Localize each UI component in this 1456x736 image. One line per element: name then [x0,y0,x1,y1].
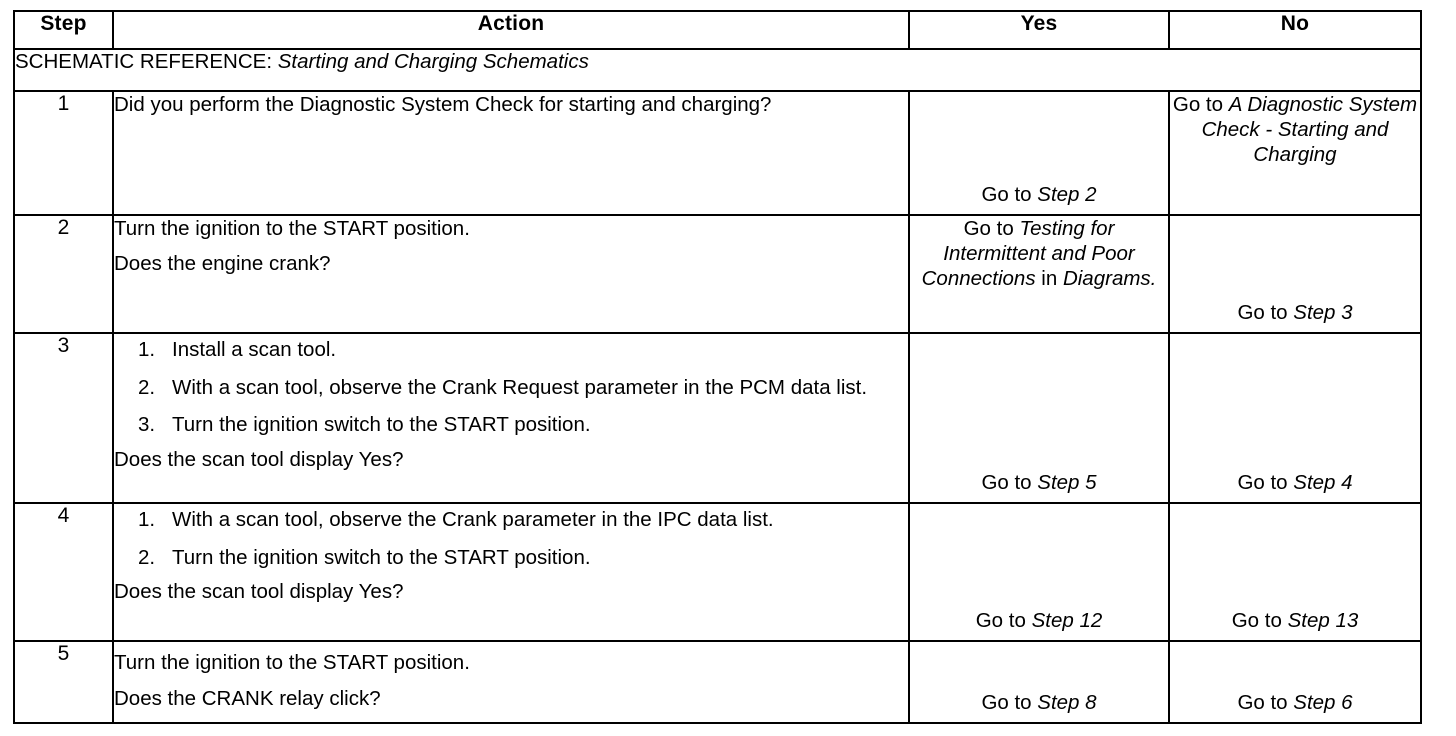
goto-reference: Step 2 [1037,183,1097,206]
goto-prefix: Go to [981,183,1038,206]
goto-reference: Testing for Intermittent and Poor Connec… [921,217,1135,290]
list-item-text: Turn the ignition switch to the START po… [172,413,591,437]
step-number: 2 [13,214,114,334]
goto-mid: in [1035,267,1063,290]
list-item-number: 3. [138,413,156,437]
list-item-number: 1. [138,338,156,361]
action-cell: 1. Install a scan tool. 2. With a scan too… [112,332,910,504]
list-item-text: With a scan tool, observe the Crank para… [172,508,774,531]
action-text: Did you perform the Diagnostic System Ch… [114,93,772,116]
goto-prefix: Go to [1172,93,1229,116]
list-item: 2. Turn the ignition switch to the START … [114,545,908,571]
no-cell: Go to Step 4 [1168,332,1422,504]
goto-reference-secondary: Diagrams. [1062,267,1157,290]
action-cell: Turn the ignition to the START position.… [112,639,910,725]
list-item-number: 2. [138,545,156,569]
goto-reference: A Diagnostic System Check - Starting and… [1201,93,1418,166]
step-number: 1 [13,90,114,216]
goto-prefix: Go to [981,471,1038,494]
action-text: Turn the ignition to the START position. [114,651,470,674]
goto-prefix: Go to [963,217,1020,240]
goto-reference: Step 3 [1293,301,1353,324]
no-cell: Go to Step 6 [1168,639,1422,725]
column-header-action: Action [112,10,910,50]
action-cell: Did you perform the Diagnostic System Ch… [112,90,910,216]
no-cell: Go to Step 13 [1168,502,1422,642]
goto-prefix: Go to [981,691,1038,715]
action-text: Turn the ignition to the START position. [114,217,470,240]
table-row: 1 Did you perform the Diagnostic System … [13,90,1422,216]
goto-reference: Step 8 [1037,691,1097,715]
list-item-text: Turn the ignition switch to the START po… [172,545,591,569]
schematic-reference-value: Starting and Charging Schematics [277,50,589,73]
column-header-step: Step [13,10,114,50]
action-question: Does the scan tool display Yes? [114,580,404,604]
action-ordered-list: 1. Install a scan tool. 2. With a scan too… [114,337,908,438]
no-cell: Go to A Diagnostic System Check - Starti… [1168,90,1422,216]
yes-cell: Go to Step 12 [908,502,1170,642]
table-row: 5 Turn the ignition to the START positio… [13,639,1422,725]
table-header-row: Step Action Yes No [13,10,1422,50]
column-header-yes: Yes [908,10,1170,50]
list-item-number: 1. [138,508,156,531]
schematic-reference-row: SCHEMATIC REFERENCE: Starting and Chargi… [13,48,1422,92]
table-row: 2 Turn the ignition to the START positio… [13,214,1422,334]
column-header-no: No [1168,10,1422,50]
goto-reference: Step 12 [1031,609,1103,632]
schematic-reference-label: SCHEMATIC REFERENCE: [15,50,273,73]
goto-reference: Step 4 [1293,471,1353,494]
goto-prefix: Go to [975,609,1032,632]
action-question: Does the CRANK relay click? [114,687,381,711]
action-cell: Turn the ignition to the START position.… [112,214,910,334]
goto-prefix: Go to [1237,301,1294,324]
action-cell: 1. With a scan tool, observe the Crank pa… [112,502,910,642]
step-number: 5 [13,639,114,725]
yes-cell: Go to Testing for Intermittent and Poor … [908,214,1170,334]
schematic-reference-cell: SCHEMATIC REFERENCE: Starting and Chargi… [13,48,1422,92]
list-item: 1. Install a scan tool. [114,337,908,363]
action-question: Does the scan tool display Yes? [114,447,404,471]
action-question: Does the engine crank? [114,252,331,276]
list-item: 1. With a scan tool, observe the Crank pa… [114,507,908,533]
goto-prefix: Go to [1237,471,1294,494]
goto-reference: Step 13 [1287,609,1359,632]
list-item-text: Install a scan tool. [172,338,337,361]
goto-prefix: Go to [1231,609,1288,632]
no-cell: Go to Step 3 [1168,214,1422,334]
list-item: 2. With a scan tool, observe the Crank Re… [114,375,908,401]
table-row: 3 1. Install a scan tool. 2. With a scan t… [13,332,1422,504]
goto-prefix: Go to [1237,691,1294,715]
step-number: 4 [13,502,114,642]
goto-reference: Step 6 [1293,691,1353,715]
yes-cell: Go to Step 2 [908,90,1170,216]
list-item-number: 2. [138,375,156,399]
list-item: 3. Turn the ignition switch to the START … [114,412,908,438]
action-ordered-list: 1. With a scan tool, observe the Crank pa… [114,507,908,570]
yes-cell: Go to Step 8 [908,639,1170,725]
step-number: 3 [13,332,114,504]
table-row: 4 1. With a scan tool, observe the Crank … [13,502,1422,642]
list-item-text: With a scan tool, observe the Crank Requ… [172,375,868,399]
yes-cell: Go to Step 5 [908,332,1170,504]
diagnostic-procedure-table: Step Action Yes No SCHEMATIC REFERENCE: … [13,10,1422,725]
goto-reference: Step 5 [1037,471,1097,494]
